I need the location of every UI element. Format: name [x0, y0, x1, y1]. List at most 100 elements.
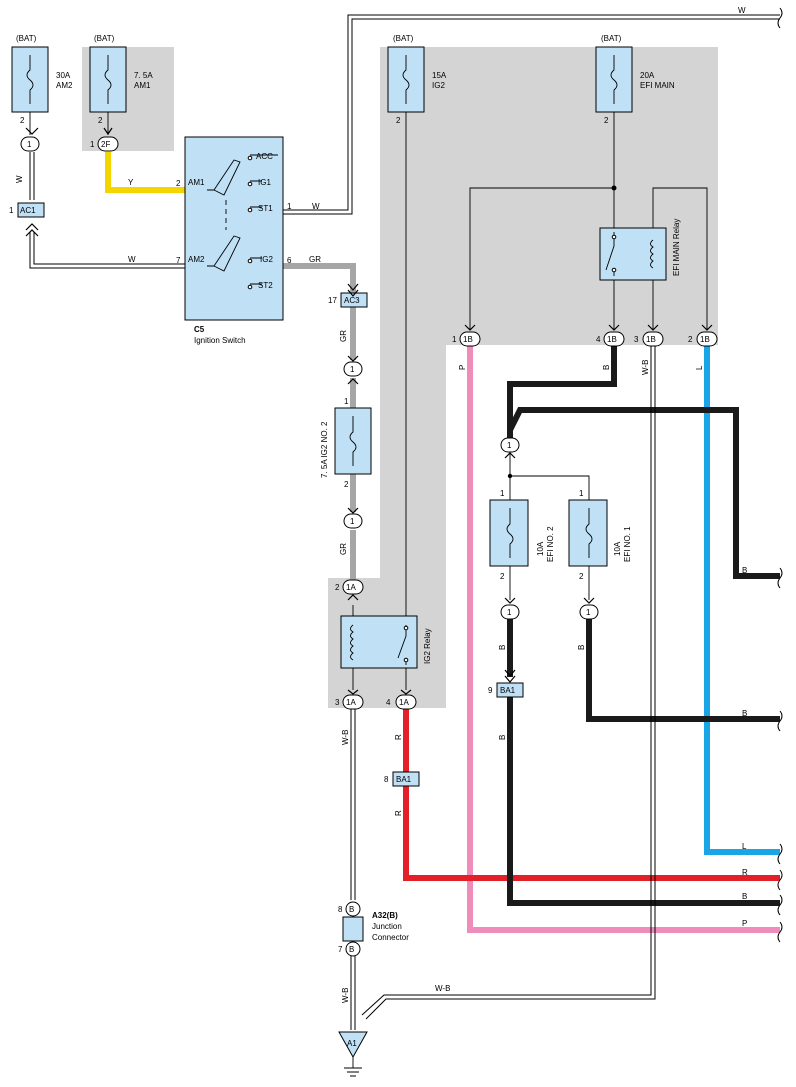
pin-a32b-bot: B	[349, 945, 354, 954]
wire-labels: W W Y W W GR GR GR P B W-B L B B B B W-B…	[15, 6, 748, 1003]
pin-j1: 1	[350, 365, 355, 374]
fuse-am1-name: AM1	[134, 81, 151, 90]
ground-a1: A1	[338, 1031, 368, 1077]
fuse-am2-pin: 2	[20, 116, 25, 125]
wire-w-top-a	[283, 14, 780, 211]
label-b-out: B	[742, 892, 747, 901]
fuse-efi-main: (BAT) 20A EFI MAIN 2	[595, 34, 675, 125]
pin-a32b-bot-num: 7	[338, 945, 343, 954]
fuse-ig2-name: IG2	[432, 81, 445, 90]
pin-1a-top: 1A	[346, 583, 356, 592]
label-r1: R	[394, 734, 403, 740]
label-gr3: GR	[339, 543, 348, 555]
wire-l	[704, 346, 780, 855]
pin-1b-4: 1B	[607, 335, 617, 344]
wire-w-top-b	[283, 18, 780, 215]
fuse-ig2-no2-pin-bottom: 2	[344, 480, 349, 489]
fuse-efi-no1-pin-bottom: 2	[579, 572, 584, 581]
efi-main-relay: EFI MAIN Relay	[599, 219, 681, 281]
label-w-am2h: W	[128, 255, 136, 264]
fuse-ig2-bat: (BAT)	[393, 34, 414, 43]
splice-efi-main	[611, 185, 617, 191]
wire-b-right1	[507, 407, 780, 579]
fuse-efi-no2-rating: 10A	[536, 541, 545, 556]
ignition-switch-name: Ignition Switch	[194, 336, 246, 345]
conn-ac3: AC3	[344, 296, 360, 305]
pin-a32b-top: B	[349, 905, 354, 914]
pin-1b-3: 1B	[646, 335, 656, 344]
ig2-relay-label: IG2 Relay	[423, 628, 432, 664]
pin-1a-left: 1A	[346, 698, 356, 707]
ground-a1-label: A1	[347, 1039, 357, 1048]
conn-ba1-top: BA1	[500, 686, 516, 695]
junction-line1: Junction	[372, 922, 402, 931]
pin-1b-4-num: 4	[596, 335, 601, 344]
label-p: P	[458, 365, 467, 370]
fuse-efi-main-pin: 2	[604, 116, 609, 125]
fuse-efi-no1-rating: 10A	[613, 541, 622, 556]
label-wb-left: W-B	[341, 730, 350, 745]
fuse-ig2-no2-pin-top: 1	[344, 397, 349, 406]
pin-1b-1: 1B	[463, 335, 473, 344]
label-b-efi1: B	[577, 645, 586, 650]
wire-r-lower	[403, 786, 780, 881]
label-b-relay: B	[602, 365, 611, 370]
label-gr1: GR	[309, 255, 321, 264]
ignition-term-ig2: IG2	[260, 255, 273, 264]
fuse-am2-name: AM2	[56, 81, 73, 90]
ig2-relay: IG2 Relay	[340, 615, 432, 669]
pin-efi-j1: 1	[507, 441, 512, 450]
label-b-ba1: B	[498, 735, 507, 740]
pin-j2: 1	[350, 517, 355, 526]
fuse-am2-bat: (BAT)	[16, 34, 37, 43]
label-w-top: W	[738, 6, 746, 15]
fuse-efi-no2-pin-top: 1	[500, 489, 505, 498]
fuse-am1: (BAT) 7. 5A AM1 2	[89, 34, 153, 125]
chevron-markers	[25, 127, 713, 695]
ignition-pin-am1: 2	[176, 179, 181, 188]
pin-efi-j3: 1	[586, 608, 591, 617]
label-wb-bottom: W-B	[435, 984, 450, 993]
lead-efi1-top	[510, 475, 590, 500]
ignition-term-st2: ST2	[258, 281, 273, 290]
fuse-am2-rating: 30A	[56, 71, 71, 80]
pin-2f: 2F	[101, 140, 110, 149]
label-b-efi2: B	[498, 645, 507, 650]
lead-coil-1b2	[652, 187, 708, 330]
pin-a32b-top-num: 8	[338, 905, 343, 914]
fuse-ig2-no2-label: 7. 5A IG2 NO. 2	[320, 421, 329, 478]
connector-pins: 1 2F 1 AC1 1 AC3 17 1 1 1A 2 1A 3 1A 4 1…	[9, 136, 718, 957]
ig2-fuse-panel	[380, 47, 446, 607]
fuse-efi-main-rating: 20A	[640, 71, 655, 80]
pin-1b-3-num: 3	[634, 335, 639, 344]
label-r2: R	[394, 810, 403, 816]
wire-y-am1	[105, 152, 185, 193]
conn-ac3-num: 17	[328, 296, 337, 305]
fuse-am1-rating: 7. 5A	[134, 71, 153, 80]
wire-break-marks	[777, 7, 783, 943]
fuse-efi-main-bat: (BAT)	[601, 34, 622, 43]
ignition-term-am1: AM1	[188, 178, 205, 187]
fuse-ig2: (BAT) 15A IG2 2	[387, 34, 447, 125]
ignition-term-acc: ACC	[256, 152, 273, 161]
wire-w-am2h-a	[29, 232, 185, 269]
label-w-am2: W	[15, 175, 24, 183]
ignition-pin-st1: 1	[287, 202, 292, 211]
fuse-efi-no2-name: EFI NO. 2	[546, 526, 555, 562]
fuse-efi-no2-pin-bottom: 2	[500, 572, 505, 581]
fuse-am1-pin: 2	[98, 116, 103, 125]
ignition-switch: AM1 AM2 ACC IG1 ST1 IG2 ST2 2 7 1 6 C5 I…	[176, 136, 292, 345]
conn-ac1: AC1	[20, 206, 36, 215]
junction-code: A32(B)	[372, 911, 398, 920]
ignition-term-ig1: IG1	[258, 178, 271, 187]
pin-1a-right: 1A	[399, 698, 409, 707]
junction-line2: Connector	[372, 933, 409, 942]
label-l-out: L	[742, 842, 747, 851]
wire-w-am2h-b	[33, 232, 185, 265]
fuse-ig2-pin: 2	[396, 116, 401, 125]
ignition-switch-code: C5	[194, 325, 205, 334]
ignition-term-st1: ST1	[258, 204, 273, 213]
label-wb-gnd: W-B	[341, 988, 350, 1003]
fuse-efi-no2: 1 2 10A EFI NO. 2	[489, 489, 555, 581]
